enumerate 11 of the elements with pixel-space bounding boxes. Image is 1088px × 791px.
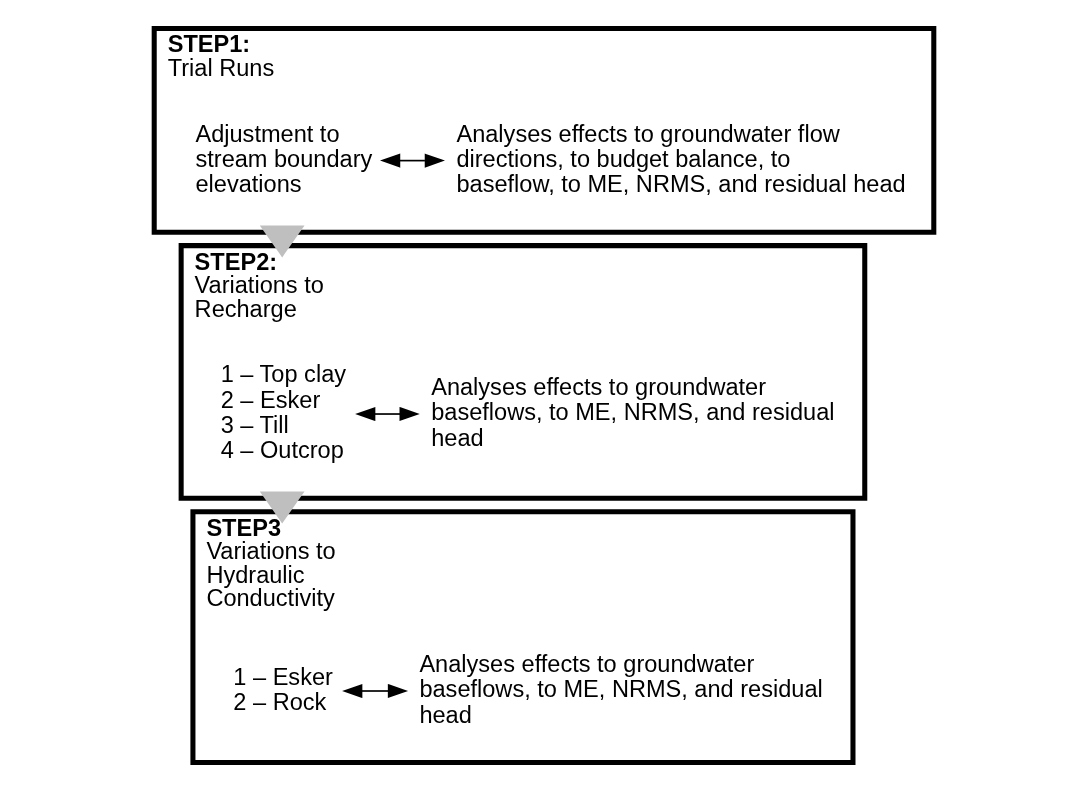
node-text: Analyses effects to groundwater baseflows, to ME, NRMS, and residual head xyxy=(419,650,823,728)
arrow xyxy=(380,153,445,168)
node-text: Adjustment to stream boundary elevations xyxy=(195,120,373,198)
arrow xyxy=(355,406,420,422)
node-text: Analyses effects to groundwater baseflows, to ME, NRMS, and residual head xyxy=(431,373,835,451)
arrow xyxy=(259,225,305,258)
node-text: 1 – Top clay 2 – Esker 3 – Till 4 – Outcrop xyxy=(220,361,347,464)
node-text: 1 – Esker 2 – Rock xyxy=(233,663,333,715)
arrow xyxy=(342,683,409,699)
arrow xyxy=(259,491,305,524)
node-text: Analyses effects to groundwater flow directions, to budget balance, to baseflow, to ME, NRMS, and residual head xyxy=(456,120,906,198)
